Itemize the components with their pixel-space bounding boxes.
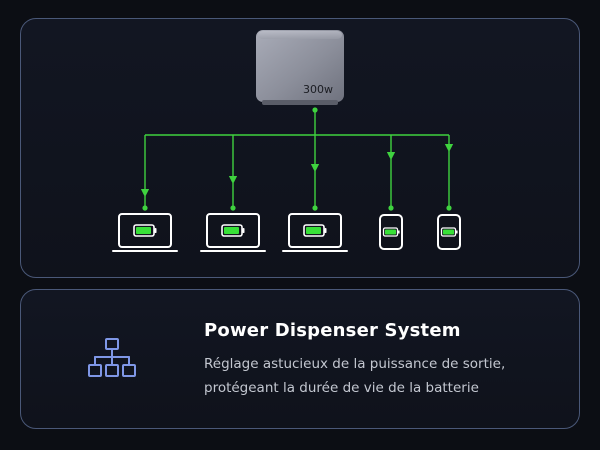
- battery-icon: [303, 224, 327, 237]
- connection-dots: [142, 107, 452, 211]
- laptop-icon: [282, 213, 348, 252]
- phone-icon: [437, 214, 461, 250]
- feature-description-line-2: protégeant la durée de vie de la batteri…: [204, 380, 479, 396]
- feature-title: Power Dispenser System: [204, 320, 461, 341]
- feature-description: Réglage astucieux de la puissance de sor…: [204, 352, 564, 400]
- charger-icon: [256, 30, 344, 105]
- laptop-icon: [112, 213, 178, 252]
- feature-panel: [20, 289, 580, 429]
- power-distribution-lines: [140, 108, 454, 209]
- laptop-icon: [200, 213, 266, 252]
- network-hierarchy-icon: [88, 338, 136, 377]
- feature-description-line-1: Réglage astucieux de la puissance de sor…: [204, 356, 506, 372]
- battery-icon: [440, 227, 458, 237]
- charging-diagram: 300w: [112, 30, 461, 252]
- battery-icon: [133, 224, 157, 237]
- charger-wattage-label: 300w: [303, 83, 333, 96]
- battery-icon: [221, 224, 245, 237]
- battery-icon: [382, 227, 400, 237]
- phone-icon: [379, 214, 403, 250]
